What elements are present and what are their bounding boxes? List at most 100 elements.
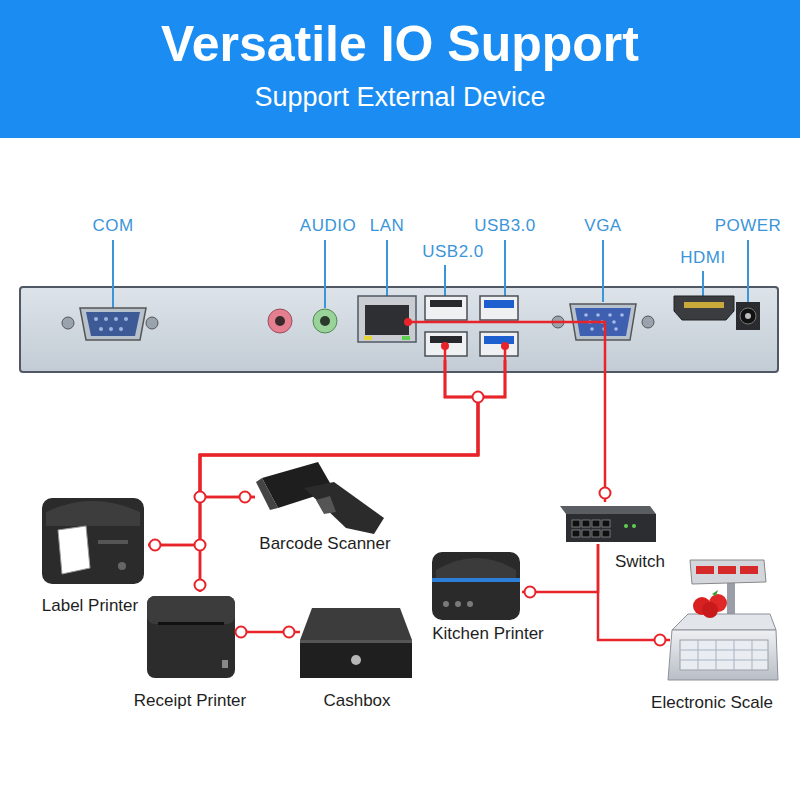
paper-slot — [158, 622, 224, 625]
header-band — [0, 0, 800, 138]
scale-platform — [672, 614, 776, 630]
port-dot — [501, 342, 509, 350]
port — [582, 520, 590, 527]
device-label: Switch — [615, 552, 665, 572]
port-label: USB3.0 — [474, 216, 536, 236]
pin — [119, 327, 123, 331]
junction-circle — [195, 492, 206, 503]
hdmi-port — [674, 296, 734, 320]
printer-body — [42, 498, 144, 584]
leader-line — [504, 240, 506, 296]
receipt-printer: Receipt Printer — [145, 592, 237, 678]
jack-hole — [320, 316, 330, 326]
port — [602, 520, 610, 527]
switch-front — [566, 514, 656, 542]
screw — [146, 317, 158, 329]
usb3-ports — [480, 296, 518, 356]
leader-line — [112, 240, 114, 308]
screw — [62, 317, 74, 329]
junction-circles — [150, 392, 666, 646]
lan-port — [358, 296, 416, 342]
cable-line — [418, 322, 605, 502]
usb-socket — [480, 332, 518, 356]
audio-port: AUDIO — [266, 306, 340, 336]
junction-circle — [600, 488, 611, 499]
pin — [109, 327, 113, 331]
device-label: Cashbox — [323, 691, 390, 711]
port-dot — [404, 318, 412, 326]
usb2-ports — [425, 296, 467, 356]
port-dot — [441, 342, 449, 350]
junction-circle — [473, 392, 484, 403]
label-paper — [58, 526, 90, 574]
switch-top — [560, 506, 656, 514]
printer-body — [432, 552, 520, 620]
device-label: Label Printer — [42, 596, 138, 616]
scale-keypad — [680, 640, 768, 670]
leader-line — [747, 240, 749, 306]
hdmi-contacts — [684, 302, 724, 308]
grid-line — [734, 640, 735, 670]
jack-hole — [275, 316, 285, 326]
scanner-trigger — [316, 496, 336, 514]
leader-line — [444, 265, 446, 296]
junction-circle — [240, 492, 251, 503]
port-label: USB2.0 — [422, 242, 484, 262]
port — [602, 530, 610, 537]
lan-shell — [358, 296, 416, 342]
power-pin — [745, 313, 751, 319]
usb3-tongue — [484, 300, 514, 308]
led — [632, 524, 636, 528]
display-digits — [740, 566, 758, 574]
printer-lid — [436, 558, 516, 578]
junction-circle — [655, 635, 666, 646]
accent-stripe — [432, 578, 520, 582]
cable-line — [200, 360, 505, 592]
mic-jack — [268, 309, 292, 333]
pin — [584, 313, 588, 317]
connector-shell — [80, 308, 146, 340]
junction-circle — [195, 540, 206, 551]
port-label: HDMI — [680, 248, 725, 268]
line-out-jack — [313, 309, 337, 333]
port-label: LAN — [370, 216, 405, 236]
button — [118, 562, 126, 570]
pins — [94, 317, 128, 331]
kitchen-printer: Kitchen Printer — [430, 548, 522, 620]
drawer-edge — [300, 640, 412, 643]
hdmi-port: HDMI — [672, 294, 736, 322]
pin — [114, 317, 118, 321]
pin — [608, 313, 612, 317]
scanner-handle — [304, 482, 384, 534]
pin — [620, 313, 624, 317]
power-socket — [740, 308, 756, 324]
leader-line — [602, 240, 604, 302]
cable-line — [200, 360, 505, 497]
switch-ports — [572, 520, 610, 537]
power-body — [736, 302, 760, 330]
port — [592, 530, 600, 537]
usb-socket — [425, 296, 467, 320]
device-label: Barcode Scanner — [259, 534, 390, 554]
leader-line — [386, 240, 388, 296]
cashbox-illustration — [300, 608, 412, 678]
usb3-port: USB3.0 — [478, 294, 520, 360]
scanner-window — [256, 478, 278, 510]
background — [0, 138, 800, 800]
hdmi-socket — [674, 296, 734, 320]
device-label: Kitchen Printer — [432, 624, 544, 644]
connector-body — [86, 312, 140, 336]
com-port: COM — [58, 306, 160, 344]
grid-line — [680, 660, 768, 661]
button — [467, 601, 473, 607]
display-digits — [718, 566, 736, 574]
pin — [104, 317, 108, 321]
printer-body — [147, 596, 235, 678]
switch-illustration — [560, 506, 656, 542]
barcode-scanner-illustration — [256, 462, 384, 534]
audio-jacks — [268, 309, 337, 333]
key-lock — [351, 655, 361, 665]
button — [443, 601, 449, 607]
